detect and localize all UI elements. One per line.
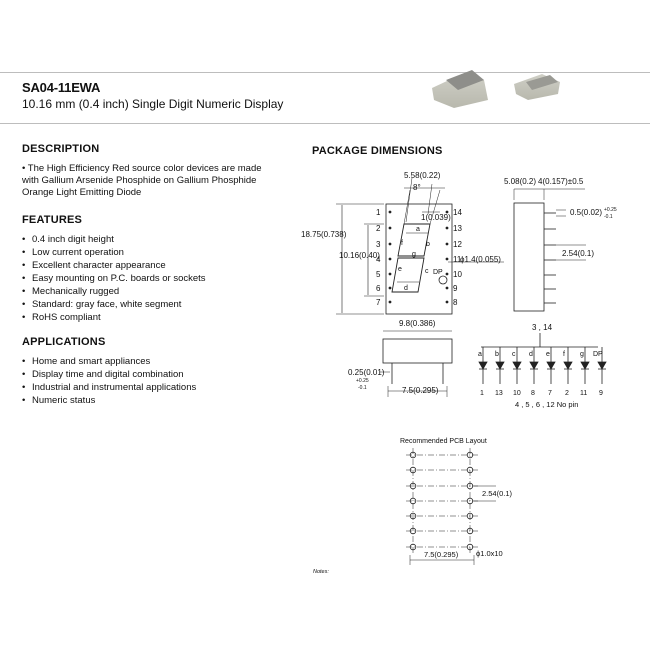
circuit-label: DP bbox=[593, 351, 603, 358]
application-item: Industrial and instrumental applications bbox=[22, 381, 196, 394]
segment-label: b bbox=[426, 241, 430, 248]
dim-digit-height: 10.16(0.40) bbox=[339, 251, 380, 260]
segment-label: f bbox=[401, 240, 403, 247]
feature-item: Mechanically rugged bbox=[22, 285, 206, 298]
pin-label: 8 bbox=[453, 298, 458, 307]
pin-label: 14 bbox=[453, 208, 462, 217]
dim-dp: ϕ1.4(0.055) bbox=[460, 255, 501, 264]
dim-side-pin: 0.5(0.02) bbox=[570, 208, 602, 217]
segment-label: e bbox=[398, 266, 402, 273]
circuit-label: a bbox=[478, 351, 482, 358]
description-heading: DESCRIPTION bbox=[22, 143, 100, 155]
pcb-title: Recommended PCB Layout bbox=[400, 438, 487, 445]
dim-total-height: 18.75(0.738) bbox=[301, 230, 347, 239]
package-heading: PACKAGE DIMENSIONS bbox=[312, 145, 443, 157]
pin-label: 6 bbox=[376, 284, 381, 293]
application-item: Display time and digital combination bbox=[22, 368, 196, 381]
dim-side-top2: 4(0.157)±0.5 bbox=[538, 177, 584, 186]
header-rule-top bbox=[0, 72, 650, 73]
circuit-pin: 8 bbox=[531, 390, 535, 397]
pcb-dim-hole: ϕ1.0x10 bbox=[476, 549, 503, 558]
pcb-dim-pitch: 2.54(0.1) bbox=[482, 489, 513, 498]
circuit-diagram bbox=[478, 333, 607, 384]
circuit-label: g bbox=[580, 351, 584, 358]
features-heading: FEATURES bbox=[22, 214, 83, 226]
pin-label: 5 bbox=[376, 270, 381, 279]
bottom-view bbox=[380, 330, 453, 397]
dim-bottom-pin: 0.25(0.01) bbox=[348, 368, 385, 377]
circuit-label: e bbox=[546, 351, 550, 358]
pcb-dim-row: 7.5(0.295) bbox=[424, 550, 459, 559]
applications-list: Home and smart appliances Display time a… bbox=[22, 355, 196, 407]
feature-item: 0.4 inch digit height bbox=[22, 233, 206, 246]
segment-label: g bbox=[412, 251, 416, 258]
segment-label: c bbox=[425, 268, 429, 275]
segment-label: a bbox=[416, 226, 420, 233]
feature-item: Standard: gray face, white segment bbox=[22, 298, 206, 311]
circuit-label: d bbox=[529, 351, 533, 358]
dp-label: DP bbox=[433, 269, 443, 276]
pin-label: 13 bbox=[453, 224, 462, 233]
tol-minus: -0.1 bbox=[358, 385, 367, 391]
feature-item: Low current operation bbox=[22, 246, 206, 259]
description-text: • The High Efficiency Red source color d… bbox=[22, 163, 262, 198]
circuit-pin: 13 bbox=[495, 390, 503, 397]
circuit-pin: 1 bbox=[480, 390, 484, 397]
circuit-label: b bbox=[495, 351, 499, 358]
circuit-pin: 11 bbox=[580, 390, 587, 397]
pin-label: 10 bbox=[453, 270, 462, 279]
circuit-label: c bbox=[512, 351, 516, 358]
pin-label: 1 bbox=[376, 208, 381, 217]
header-rule-bottom bbox=[0, 123, 650, 124]
tol-minus: -0.1 bbox=[604, 214, 613, 220]
tol-plus: +0.25 bbox=[604, 207, 617, 213]
circuit-pin: 9 bbox=[599, 390, 603, 397]
dim-side-top: 5.08(0.2) bbox=[504, 177, 536, 186]
circuit-pin: 2 bbox=[565, 390, 569, 397]
pin-label: 12 bbox=[453, 240, 462, 249]
page-subtitle: 10.16 mm (0.4 inch) Single Digit Numeric… bbox=[22, 97, 284, 111]
applications-heading: APPLICATIONS bbox=[22, 336, 106, 348]
pin-label: 7 bbox=[376, 298, 381, 307]
circuit-label: f bbox=[563, 351, 565, 358]
pin-label: 4 bbox=[376, 255, 381, 264]
front-view bbox=[336, 177, 504, 315]
features-list: 0.4 inch digit height Low current operat… bbox=[22, 233, 206, 324]
pin-label: 3 bbox=[376, 240, 381, 249]
part-number: SA04-11EWA bbox=[22, 80, 101, 95]
tol-plus: +0.25 bbox=[356, 378, 369, 384]
common-pins: 3 , 14 bbox=[532, 323, 553, 332]
side-view bbox=[513, 188, 586, 312]
pin-label: 2 bbox=[376, 224, 381, 233]
application-item: Home and smart appliances bbox=[22, 355, 196, 368]
dim-bottom-row: 7.5(0.295) bbox=[402, 386, 439, 395]
dim-front-width: 5.58(0.22) bbox=[404, 171, 441, 180]
feature-item: Easy mounting on P.C. boards or sockets bbox=[22, 272, 206, 285]
feature-item: RoHS compliant bbox=[22, 311, 206, 324]
dim-segment: 1(0.039) bbox=[421, 213, 451, 222]
application-item: Numeric status bbox=[22, 394, 196, 407]
feature-item: Excellent character appearance bbox=[22, 259, 206, 272]
pin-label: 11 bbox=[453, 255, 462, 264]
circuit-pin: 7 bbox=[548, 390, 552, 397]
dim-bottom-width: 9.8(0.386) bbox=[399, 319, 436, 328]
product-photo bbox=[432, 70, 560, 108]
segment-label: d bbox=[404, 285, 408, 292]
dim-side-pitch: 2.54(0.1) bbox=[562, 249, 594, 258]
notes-label: Notes: bbox=[313, 569, 329, 575]
circuit-pin: 10 bbox=[513, 390, 521, 397]
pcb-layout bbox=[406, 448, 496, 565]
no-pin-note: 4 , 5 , 6 , 12 No pin bbox=[515, 400, 578, 409]
dim-angle: 8° bbox=[413, 183, 421, 192]
pin-label: 9 bbox=[453, 284, 458, 293]
